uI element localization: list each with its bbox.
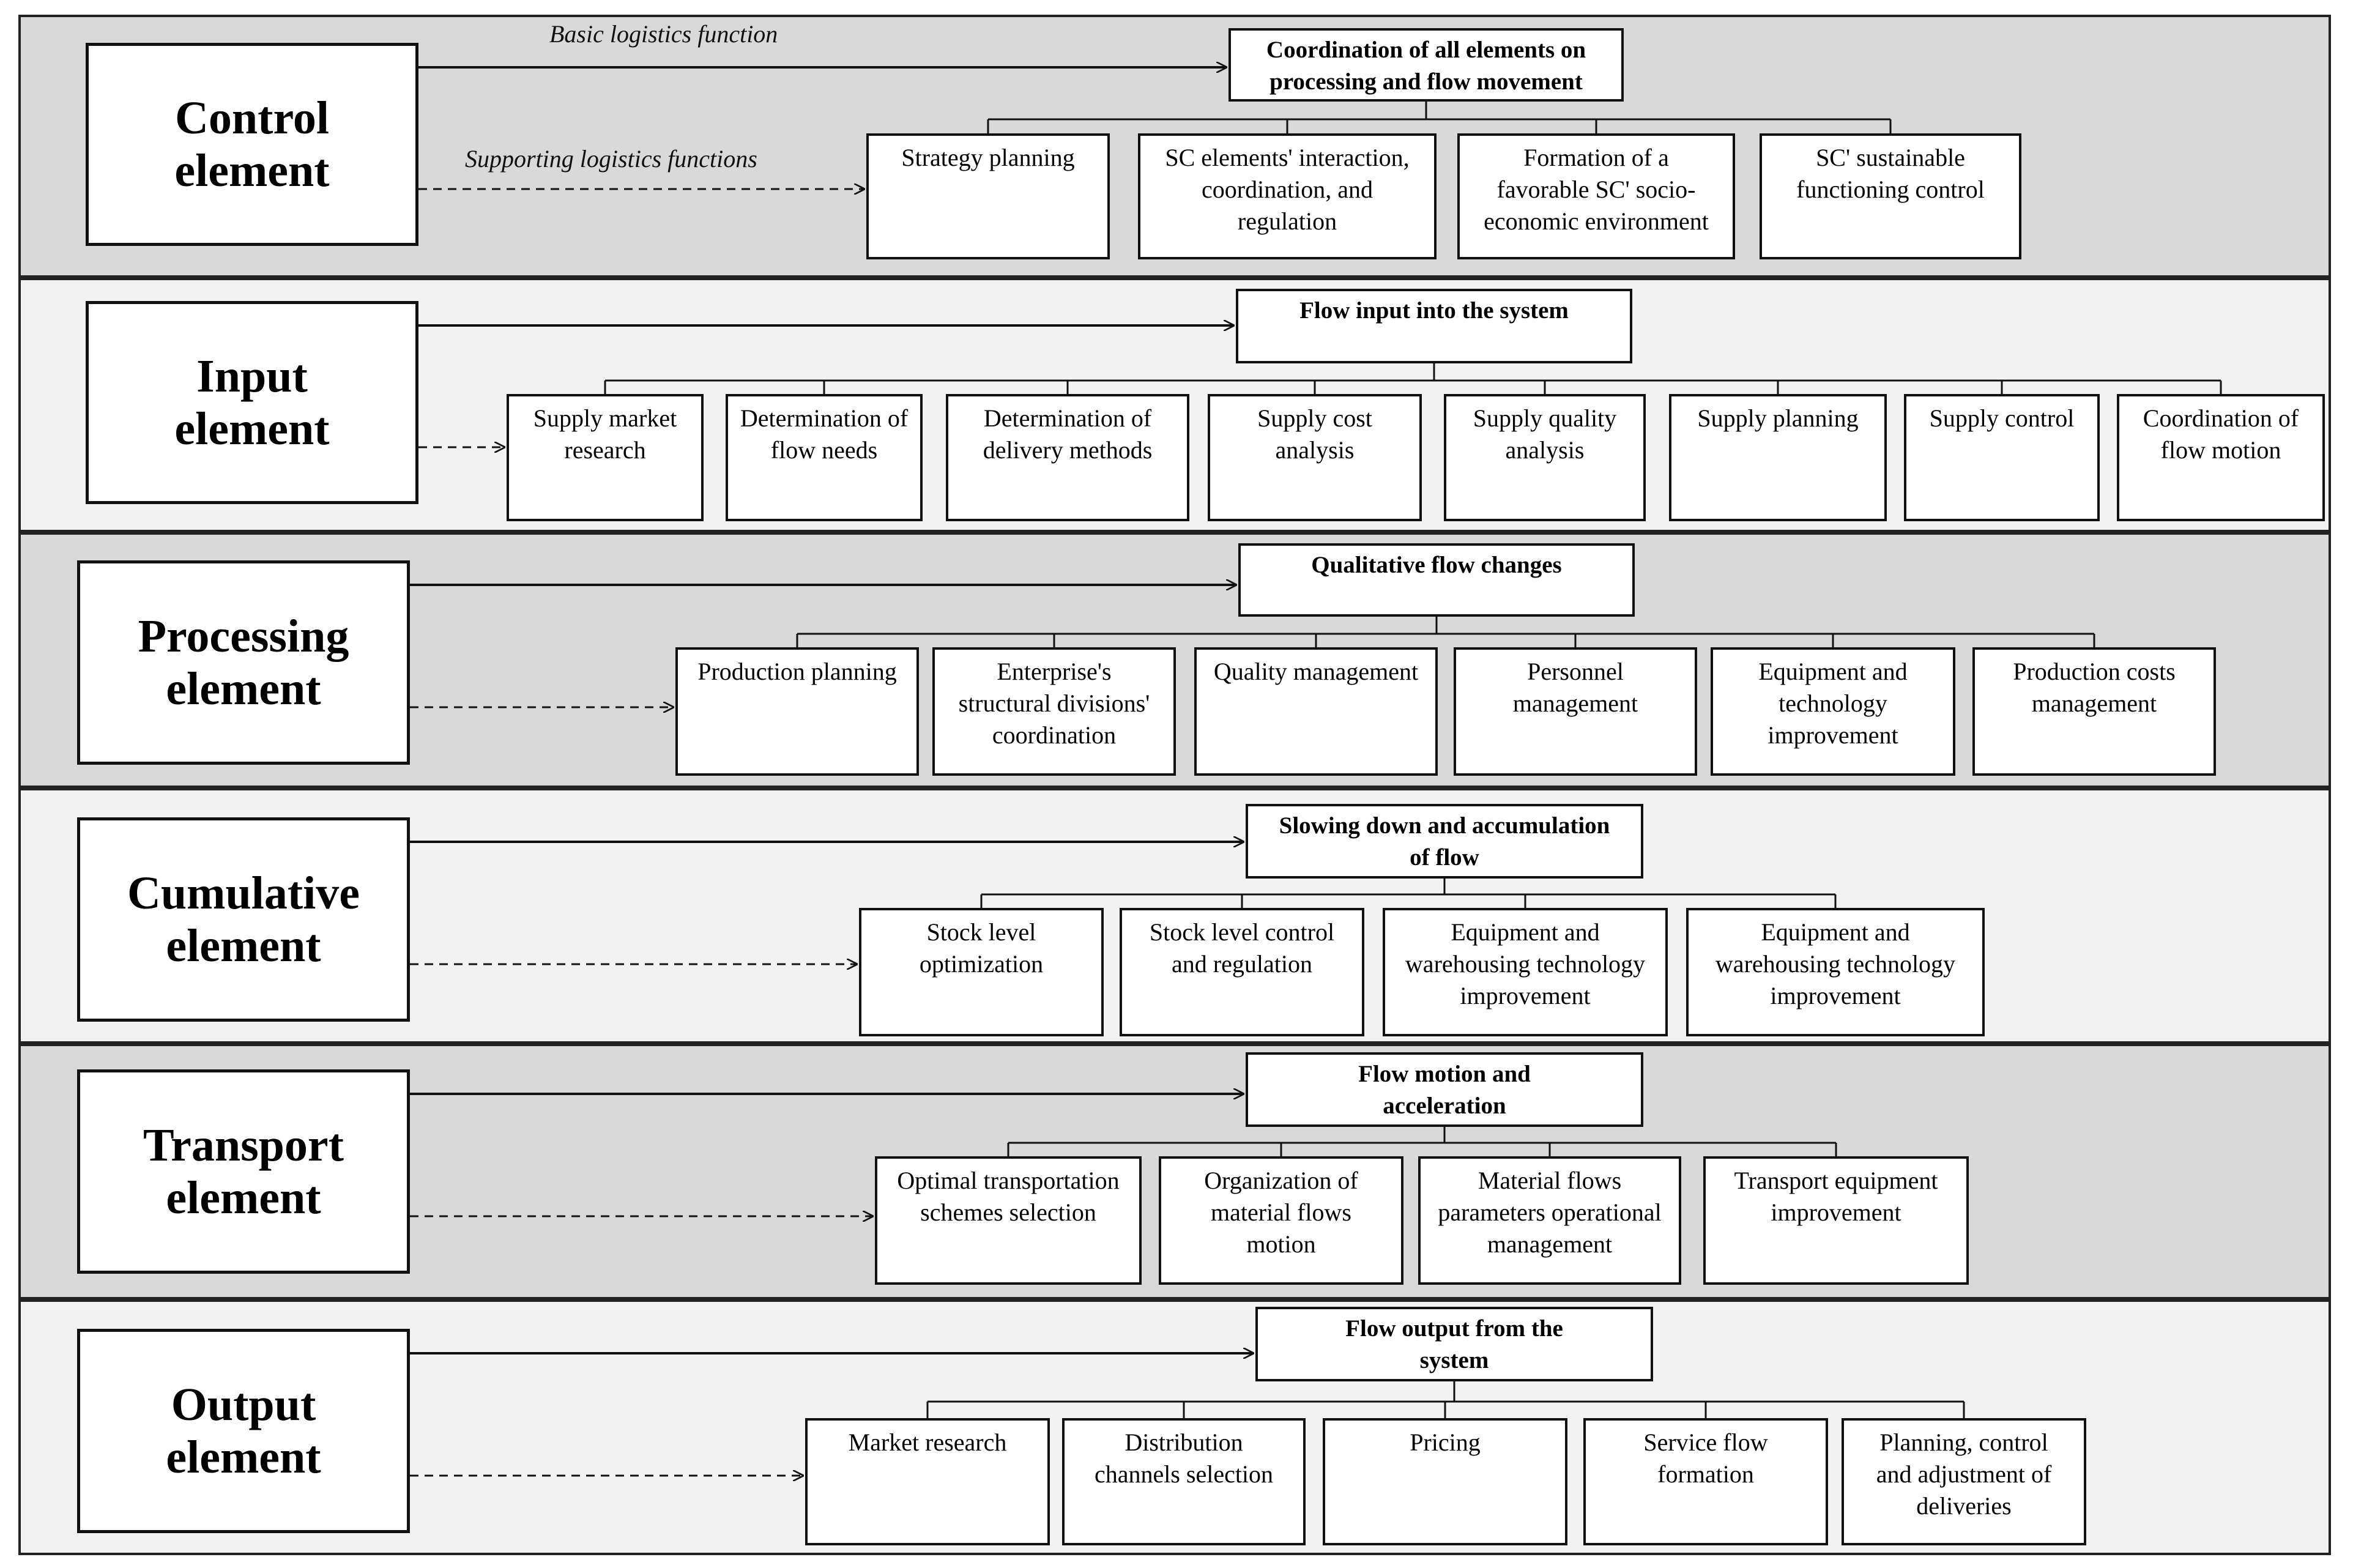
control-sub-1: Strategy planning: [866, 133, 1110, 259]
input-sub-1: Supply market research: [507, 394, 704, 521]
transport-sub-4: Transport equipment improvement: [1703, 1156, 1969, 1285]
cumulative-sub-3: Equipment and warehousing technology imp…: [1383, 908, 1668, 1036]
input-sub-5: Supply quality analysis: [1444, 394, 1646, 521]
input-element-box: Input element: [86, 301, 418, 504]
cumulative-element-box: Cumulative element: [77, 817, 410, 1022]
processing-element-box: Processing element: [77, 560, 410, 765]
input-sub-4: Supply cost analysis: [1208, 394, 1422, 521]
control-element-box: Control element: [86, 43, 418, 246]
processing-sub-1: Production planning: [675, 647, 919, 776]
cumulative-sub-1: Stock level optimization: [859, 908, 1104, 1036]
transport-sub-1: Optimal transportation schemes selection: [875, 1156, 1142, 1285]
processing-sub-6: Production costs management: [1972, 647, 2216, 776]
processing-sub-2: Enterprise's structural divisions' coord…: [932, 647, 1176, 776]
transport-sub-2: Organization of material flows motion: [1159, 1156, 1403, 1285]
control-main-function: Coordination of all elements on processi…: [1229, 28, 1624, 102]
output-sub-4: Service flow formation: [1583, 1418, 1828, 1545]
input-sub-3: Determination of delivery methods: [946, 394, 1189, 521]
control-sub-3: Formation of a favorable SC' socio- econ…: [1457, 133, 1735, 259]
cumulative-sub-4: Equipment and warehousing technology imp…: [1686, 908, 1985, 1036]
transport-sub-3: Material flows parameters operational ma…: [1418, 1156, 1681, 1285]
control-sub-2: SC elements' interaction, coordination, …: [1138, 133, 1437, 259]
processing-sub-5: Equipment and technology improvement: [1711, 647, 1955, 776]
cumulative-main-function: Slowing down and accumulation of flow: [1246, 804, 1643, 879]
input-sub-2: Determination of flow needs: [726, 394, 923, 521]
output-sub-1: Market research: [805, 1418, 1050, 1545]
input-sub-8: Coordination of flow motion: [2117, 394, 2325, 521]
output-sub-3: Pricing: [1323, 1418, 1567, 1545]
cumulative-sub-2: Stock level control and regulation: [1120, 908, 1364, 1036]
input-main-function: Flow input into the system: [1236, 289, 1632, 363]
processing-main-function: Qualitative flow changes: [1238, 543, 1635, 617]
processing-sub-4: Personnel management: [1454, 647, 1697, 776]
output-element-box: Output element: [77, 1329, 410, 1533]
input-sub-7: Supply control: [1904, 394, 2100, 521]
output-main-function: Flow output from the system: [1255, 1307, 1653, 1381]
processing-sub-3: Quality management: [1194, 647, 1438, 776]
input-sub-6: Supply planning: [1669, 394, 1887, 521]
output-sub-2: Distribution channels selection: [1062, 1418, 1306, 1545]
supporting-function-label: Supporting logistics functions: [465, 145, 757, 173]
basic-function-label: Basic logistics function: [549, 20, 778, 48]
control-sub-4: SC' sustainable functioning control: [1760, 133, 2021, 259]
transport-main-function: Flow motion and acceleration: [1246, 1052, 1643, 1127]
output-sub-5: Planning, control and adjustment of deli…: [1842, 1418, 2086, 1545]
transport-element-box: Transport element: [77, 1069, 410, 1274]
